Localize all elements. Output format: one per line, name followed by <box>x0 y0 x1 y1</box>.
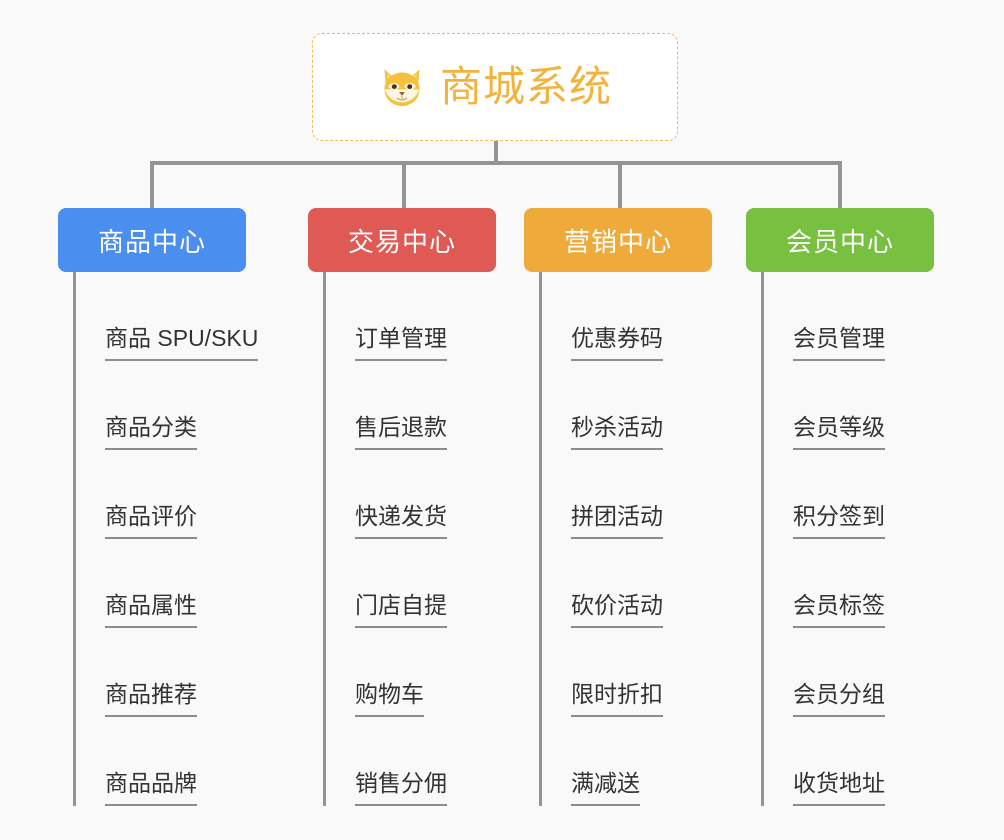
list-item[interactable]: 商品推荐 <box>73 628 246 717</box>
list-item[interactable]: 购物车 <box>323 628 496 717</box>
branch-column-3: 营销中心 优惠券码 秒杀活动 拼团活动 砍价活动 限时折扣 满减送 <box>524 208 712 806</box>
leaf-label: 购物车 <box>355 683 424 717</box>
leaf-label: 拼团活动 <box>571 505 663 539</box>
list-item[interactable]: 会员管理 <box>761 272 934 361</box>
connector-drop-3 <box>618 161 622 208</box>
list-item[interactable]: 收货地址 <box>761 717 934 806</box>
list-item[interactable]: 商品品牌 <box>73 717 246 806</box>
list-item[interactable]: 商品 SPU/SKU <box>73 272 259 361</box>
connector-bar <box>150 161 840 165</box>
leaf-label: 会员等级 <box>793 416 885 450</box>
leaf-label: 商品 SPU/SKU <box>105 327 259 361</box>
connector-drop-2 <box>402 161 406 208</box>
list-item[interactable]: 商品属性 <box>73 539 246 628</box>
branch-column-2: 交易中心 订单管理 售后退款 快递发货 门店自提 购物车 销售分佣 <box>308 208 496 806</box>
list-item[interactable]: 门店自提 <box>323 539 496 628</box>
list-item[interactable]: 砍价活动 <box>539 539 712 628</box>
list-item[interactable]: 拼团活动 <box>539 450 712 539</box>
leaf-label: 会员标签 <box>793 594 885 628</box>
list-item[interactable]: 销售分佣 <box>323 717 496 806</box>
leaf-label: 订单管理 <box>355 327 447 361</box>
connector-drop-1 <box>150 161 154 208</box>
root-title: 商城系统 <box>439 63 612 110</box>
branch-body-1: 商品 SPU/SKU 商品分类 商品评价 商品属性 商品推荐 商品品牌 <box>73 272 259 806</box>
branch-body-4: 会员管理 会员等级 积分签到 会员标签 会员分组 收货地址 <box>761 272 934 806</box>
list-item[interactable]: 商品评价 <box>73 450 246 539</box>
branch-spine-1 <box>73 272 76 806</box>
leaf-label: 积分签到 <box>793 505 885 539</box>
list-item[interactable]: 会员等级 <box>761 361 934 450</box>
list-item[interactable]: 商品分类 <box>73 361 246 450</box>
branch-spine-4 <box>761 272 764 806</box>
list-item[interactable]: 限时折扣 <box>539 628 712 717</box>
list-item[interactable]: 会员标签 <box>761 539 934 628</box>
branch-header-2[interactable]: 交易中心 <box>308 208 496 272</box>
branch-header-label: 会员中心 <box>785 226 894 257</box>
list-item[interactable]: 订单管理 <box>323 272 496 361</box>
branch-header-label: 营销中心 <box>563 226 672 257</box>
leaf-label: 销售分佣 <box>355 772 447 806</box>
list-item[interactable]: 快递发货 <box>323 450 496 539</box>
list-item[interactable]: 售后退款 <box>323 361 496 450</box>
leaf-label: 限时折扣 <box>571 683 663 717</box>
leaf-label: 收货地址 <box>793 772 885 806</box>
leaf-label: 商品推荐 <box>105 683 197 717</box>
root-node[interactable]: 商城系统 <box>312 33 678 141</box>
list-item[interactable]: 满减送 <box>539 717 712 806</box>
branch-header-3[interactable]: 营销中心 <box>524 208 712 272</box>
list-item[interactable]: 会员分组 <box>761 628 934 717</box>
leaf-label: 会员管理 <box>793 327 885 361</box>
leaf-label: 商品品牌 <box>105 772 197 806</box>
shiba-dog-emoji <box>378 65 426 109</box>
branch-header-label: 商品中心 <box>97 226 206 257</box>
branch-spine-2 <box>323 272 326 806</box>
leaf-label: 满减送 <box>571 772 640 806</box>
branch-body-2: 订单管理 售后退款 快递发货 门店自提 购物车 销售分佣 <box>323 272 496 806</box>
leaf-label: 砍价活动 <box>571 594 663 628</box>
branch-column-4: 会员中心 会员管理 会员等级 积分签到 会员标签 会员分组 收货地址 <box>746 208 934 806</box>
leaf-label: 优惠券码 <box>571 327 663 361</box>
branch-column-1: 商品中心 商品 SPU/SKU 商品分类 商品评价 商品属性 商品推荐 商品品牌 <box>58 208 259 806</box>
leaf-label: 会员分组 <box>793 683 885 717</box>
branch-spine-3 <box>539 272 542 806</box>
leaf-label: 秒杀活动 <box>571 416 663 450</box>
branch-header-1[interactable]: 商品中心 <box>58 208 246 272</box>
leaf-label: 商品属性 <box>105 594 197 628</box>
list-item[interactable]: 秒杀活动 <box>539 361 712 450</box>
branch-body-3: 优惠券码 秒杀活动 拼团活动 砍价活动 限时折扣 满减送 <box>539 272 712 806</box>
leaf-label: 门店自提 <box>355 594 447 628</box>
leaf-label: 快递发货 <box>355 505 447 539</box>
list-item[interactable]: 优惠券码 <box>539 272 712 361</box>
connector-stem <box>494 141 498 164</box>
branch-header-label: 交易中心 <box>347 226 456 257</box>
leaf-label: 商品分类 <box>105 416 197 450</box>
leaf-label: 商品评价 <box>105 505 197 539</box>
leaf-label: 售后退款 <box>355 416 447 450</box>
connector-drop-4 <box>838 161 842 208</box>
list-item[interactable]: 积分签到 <box>761 450 934 539</box>
branch-header-4[interactable]: 会员中心 <box>746 208 934 272</box>
